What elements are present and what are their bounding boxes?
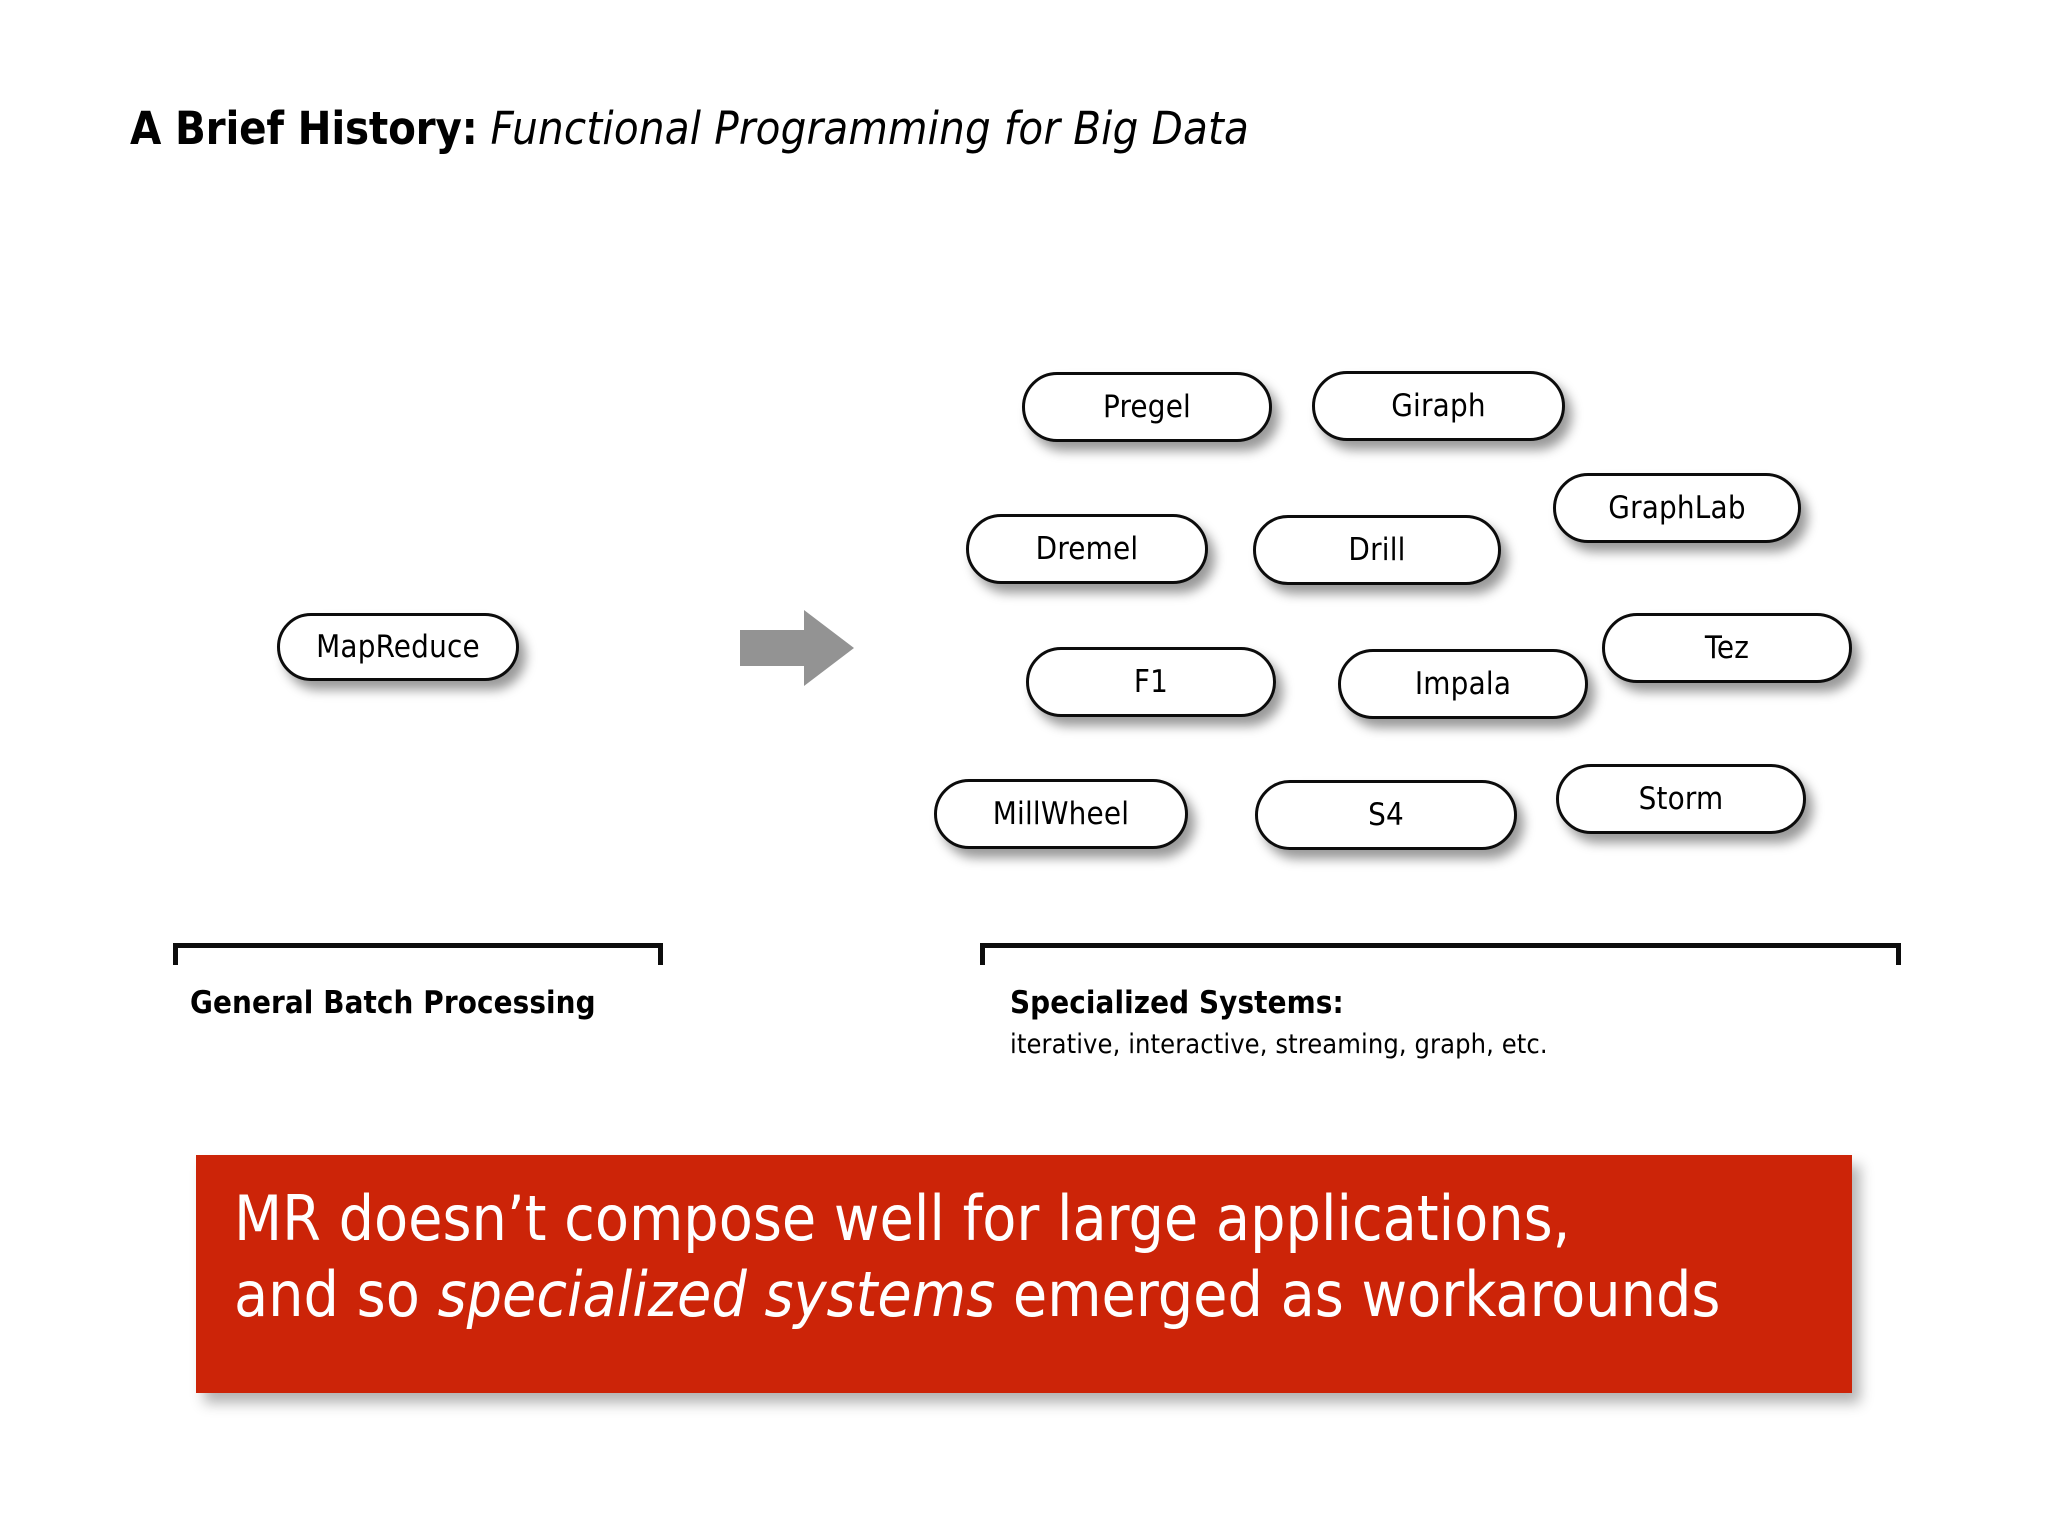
pill-graphlab[interactable]: GraphLab bbox=[1553, 473, 1801, 543]
page-title-emphasis: Functional Programming for Big Data bbox=[490, 102, 1250, 155]
callout-line-1: MR doesn’t compose well for large applic… bbox=[234, 1182, 1571, 1255]
pill-pregel[interactable]: Pregel bbox=[1022, 372, 1272, 442]
pill-dremel[interactable]: Dremel bbox=[966, 514, 1208, 584]
pill-impala[interactable]: Impala bbox=[1338, 649, 1588, 719]
callout-line-2-prefix: and so bbox=[234, 1257, 438, 1331]
specialized-systems-label-subtitle: iterative, interactive, streaming, graph… bbox=[1010, 1029, 1548, 1060]
pill-label: MillWheel bbox=[992, 796, 1130, 832]
pill-label: S4 bbox=[1368, 797, 1404, 833]
callout-line-2: and so specialized systems emerged as wo… bbox=[234, 1257, 1720, 1333]
bracket-specialized-systems bbox=[980, 943, 1901, 965]
pill-label: Impala bbox=[1414, 666, 1512, 702]
page-title: A Brief History: Functional Programming … bbox=[130, 104, 1249, 154]
pill-storm[interactable]: Storm bbox=[1556, 764, 1806, 834]
pill-label: Tez bbox=[1704, 630, 1750, 666]
callout-banner: MR doesn’t compose well for large applic… bbox=[196, 1155, 1852, 1393]
pill-label: MapReduce bbox=[316, 629, 480, 665]
callout-text: MR doesn’t compose well for large applic… bbox=[234, 1181, 1720, 1332]
pill-label: Storm bbox=[1638, 781, 1724, 817]
general-batch-label-title: General Batch Processing bbox=[190, 985, 596, 1021]
pill-f1[interactable]: F1 bbox=[1026, 647, 1276, 717]
callout-line-2-suffix: emerged as workarounds bbox=[995, 1257, 1721, 1331]
specialized-systems-label-title: Specialized Systems: bbox=[1010, 985, 1344, 1021]
pill-drill[interactable]: Drill bbox=[1253, 515, 1501, 585]
specialized-systems-label: Specialized Systems: iterative, interact… bbox=[1010, 985, 1548, 1060]
pill-mapreduce[interactable]: MapReduce bbox=[277, 613, 519, 681]
page-title-strong: A Brief History: bbox=[130, 102, 478, 155]
pill-label: F1 bbox=[1133, 664, 1169, 700]
callout-line-2-emphasis: specialized systems bbox=[437, 1257, 996, 1331]
pill-giraph[interactable]: Giraph bbox=[1312, 371, 1565, 441]
pill-s4[interactable]: S4 bbox=[1255, 780, 1517, 850]
right-arrow-icon bbox=[740, 610, 854, 686]
pill-tez[interactable]: Tez bbox=[1602, 613, 1852, 683]
pill-label: Dremel bbox=[1035, 531, 1139, 567]
pill-millwheel[interactable]: MillWheel bbox=[934, 779, 1188, 849]
bracket-general-batch bbox=[173, 943, 663, 965]
general-batch-label: General Batch Processing bbox=[190, 985, 596, 1021]
pill-label: Pregel bbox=[1102, 389, 1192, 425]
pill-label: Giraph bbox=[1391, 388, 1486, 424]
pill-label: Drill bbox=[1348, 532, 1406, 568]
pill-label: GraphLab bbox=[1608, 490, 1746, 526]
